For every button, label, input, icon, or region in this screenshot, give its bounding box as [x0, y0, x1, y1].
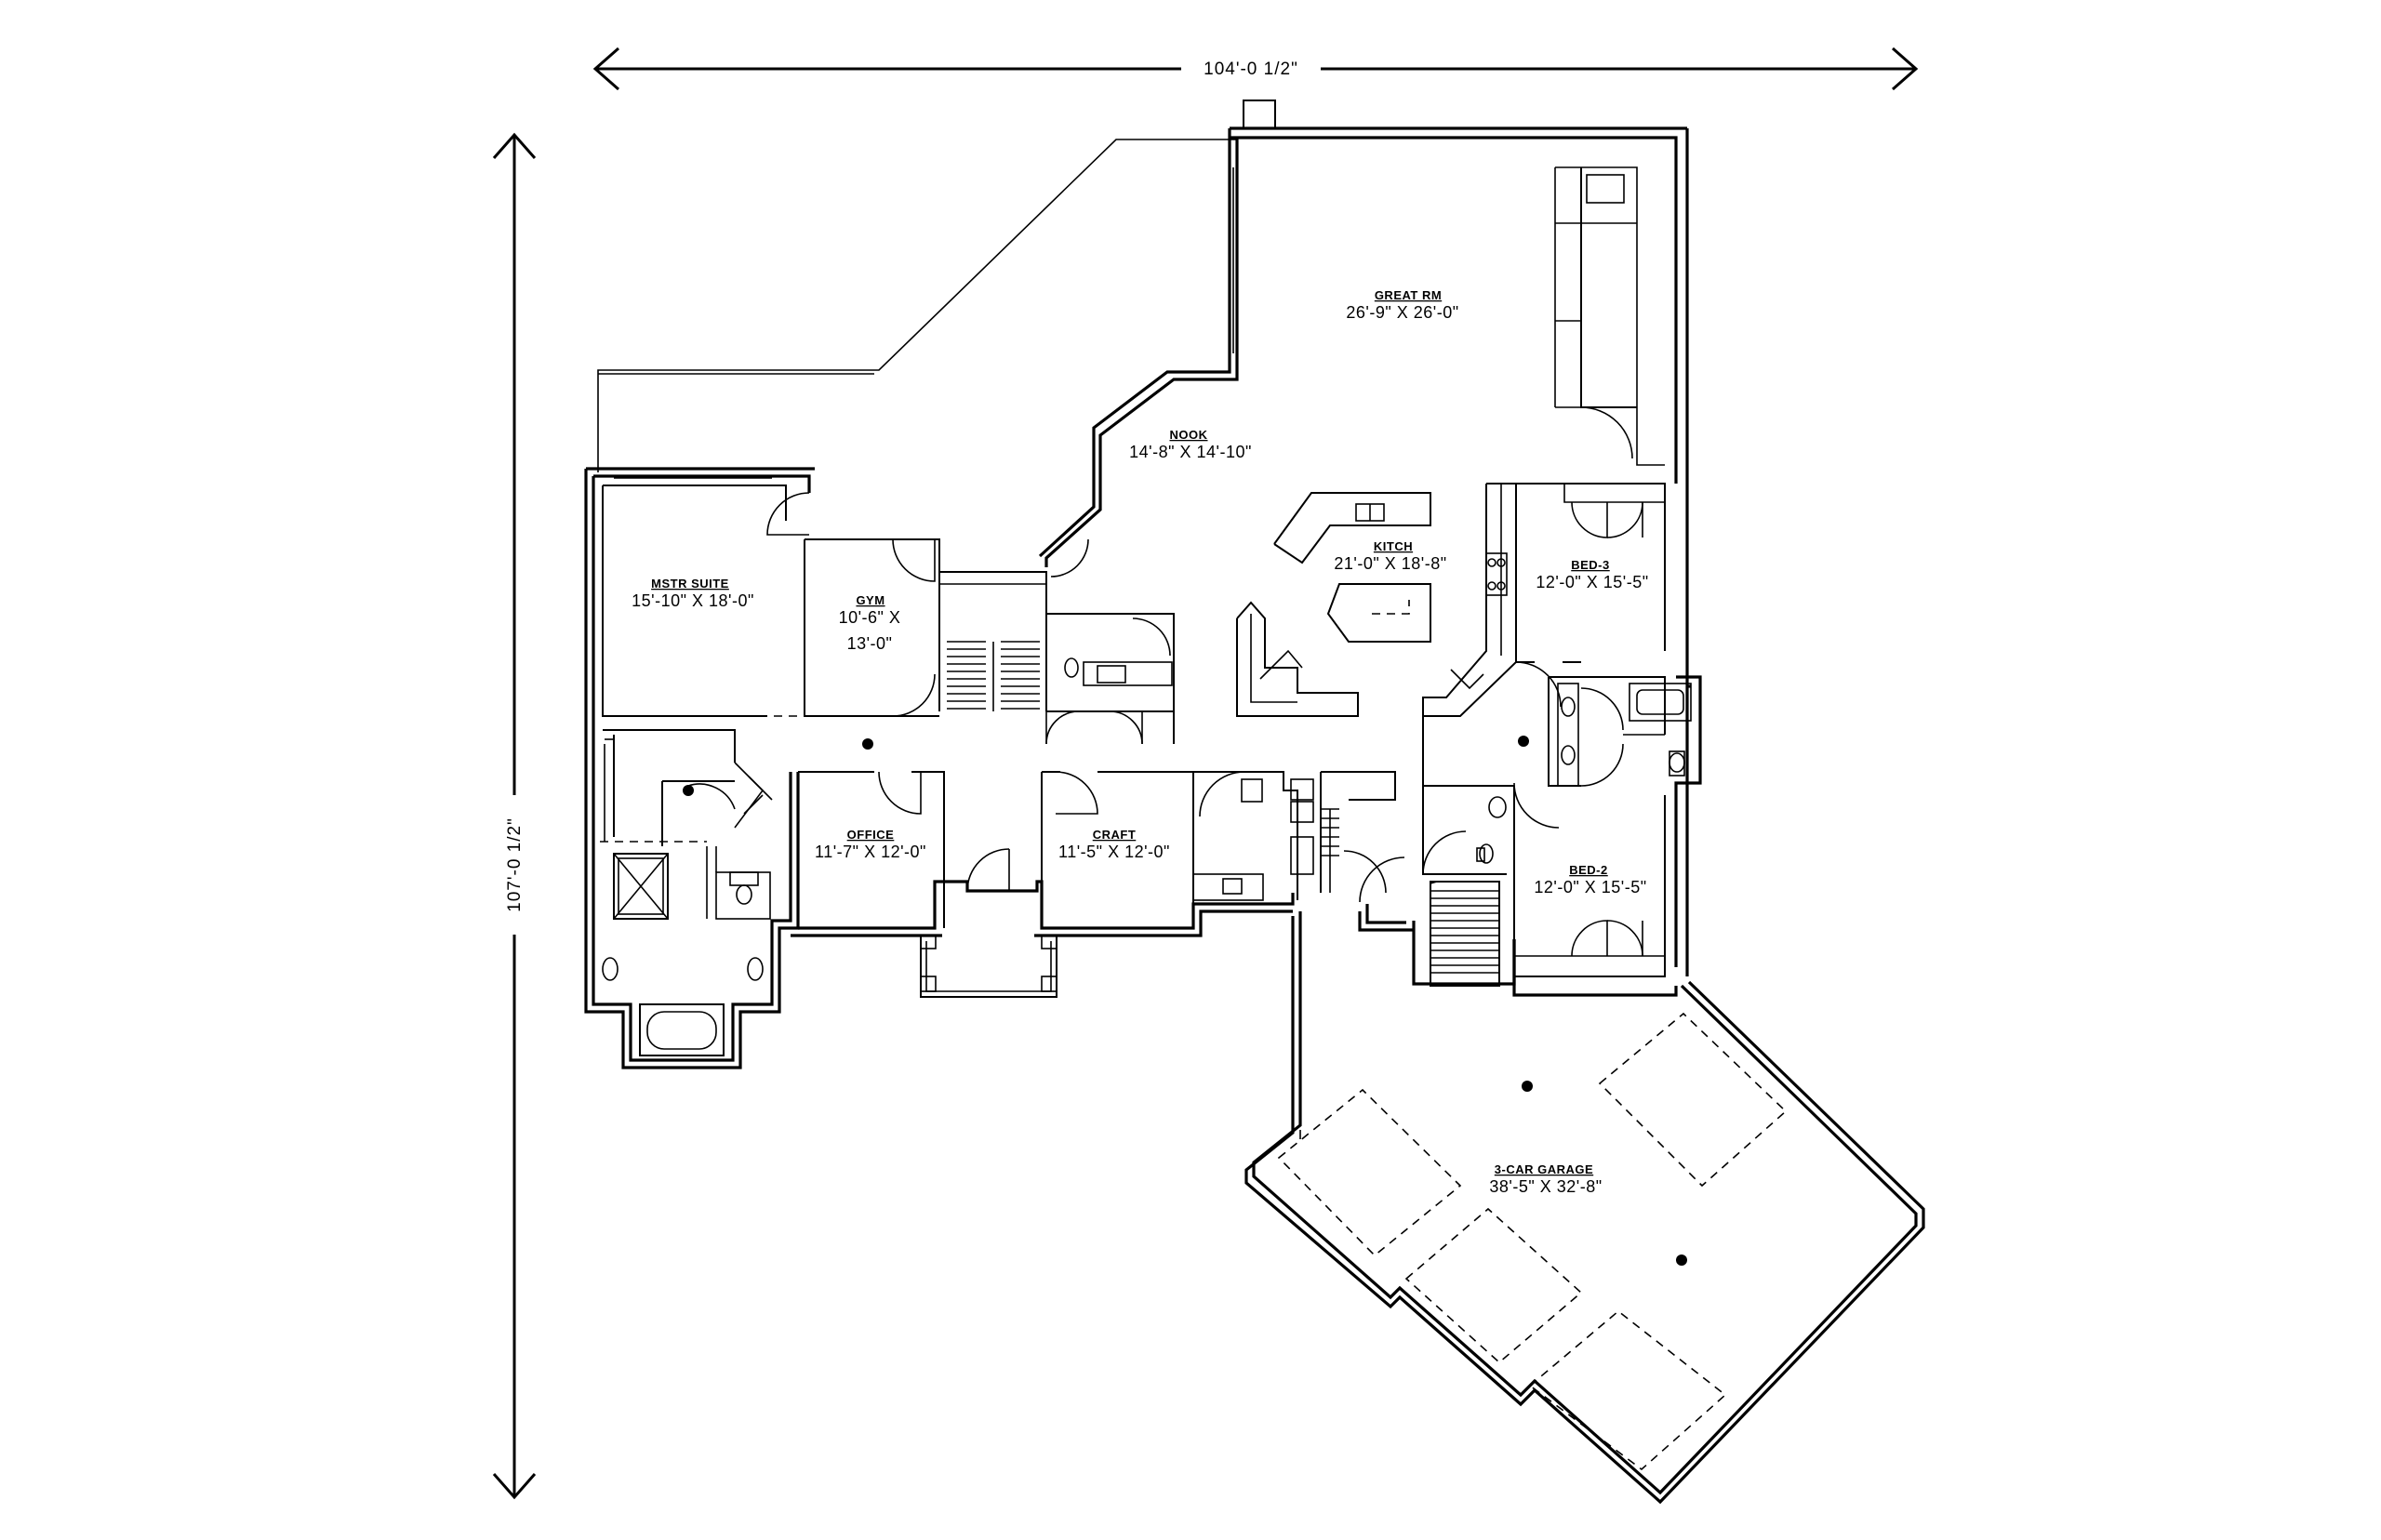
garage: 3-CAR GARAGE 38'-5" X 32'-8": [1244, 911, 1925, 1505]
gym-name: GYM: [856, 593, 885, 607]
craft: CRAFT 11'-5" X 12'-0": [1041, 771, 1193, 882]
ceiling-light: [1522, 1081, 1533, 1092]
garage-size: 38'-5" X 32'-8": [1489, 1177, 1602, 1196]
office: OFFICE 11'-7" X 12'-0": [797, 771, 1010, 928]
range-icon: [1485, 552, 1508, 596]
depth-dimension-label: 107'-0 1/2": [505, 817, 525, 912]
kitchen-island: [1326, 583, 1431, 643]
sink-icon: [1488, 796, 1507, 818]
craft-size: 11'-5" X 12'-0": [1058, 843, 1170, 861]
great-room-name: GREAT RM: [1375, 288, 1442, 302]
ceiling-light: [862, 738, 873, 750]
gym-size-line1: 10'-6" X: [839, 608, 901, 627]
central-stairs: [938, 538, 1175, 745]
jack-jill-bath: [1548, 676, 1692, 787]
width-dimension-label: 104'-0 1/2": [1204, 60, 1298, 79]
bed-2-name: BED-2: [1569, 863, 1608, 877]
toilet-icon: [1064, 657, 1079, 678]
ceiling-light: [683, 785, 694, 796]
garage-entry-door: [1359, 856, 1405, 903]
nook-size: 14'-8" X 14'-10": [1129, 443, 1252, 461]
master-suite-size: 15'-10" X 18'-0": [632, 591, 754, 610]
master-suite: MSTR SUITE 15'-10" X 18'-0": [602, 477, 810, 717]
sink-icon: [1561, 745, 1576, 765]
garage-name: 3-CAR GARAGE: [1495, 1162, 1593, 1176]
kitchen-name: KITCH: [1374, 539, 1413, 553]
great-room: GREAT RM 26'-9" X 26'-0": [1232, 137, 1669, 466]
washer-icon: [1290, 778, 1314, 801]
east-hall: [1422, 772, 1514, 987]
bed-2-size: 12'-0" X 15'-5": [1534, 878, 1646, 896]
nook-name: NOOK: [1170, 428, 1208, 442]
kitchen-size: 21'-0" X 18'-8": [1334, 554, 1446, 573]
office-name: OFFICE: [847, 828, 895, 842]
sink-icon: [1561, 697, 1576, 717]
toilet-icon: [1479, 843, 1494, 864]
width-dimension: 104'-0 1/2": [592, 46, 1919, 91]
hall: [1394, 716, 1424, 800]
toilet-icon: [729, 871, 759, 886]
ceiling-light: [1518, 736, 1529, 747]
sink-icon: [1097, 665, 1126, 684]
rear-patio: [597, 139, 1237, 472]
master-bath: [600, 729, 773, 1056]
depth-dimension: 107'-0 1/2": [492, 132, 537, 1500]
bed-3-name: BED-3: [1571, 558, 1610, 572]
sink-icon: [747, 957, 764, 981]
master-suite-name: MSTR SUITE: [651, 577, 729, 591]
bathtub-icon: [639, 1003, 725, 1056]
shower-icon: [613, 853, 669, 920]
gym-size-line2: 13'-0": [847, 634, 893, 653]
laundry: [1192, 771, 1396, 904]
bed-3: BED-3 12'-0" X 15'-5": [1515, 483, 1666, 708]
nook: NOOK 14'-8" X 14'-10": [1129, 428, 1252, 461]
chimney: [1243, 100, 1276, 129]
dryer-icon: [1290, 801, 1314, 823]
fireplace-hearth: [1586, 174, 1625, 204]
east-stairs: [1430, 881, 1500, 987]
bed-2: BED-2 12'-0" X 15'-5": [1513, 782, 1666, 977]
ceiling-light: [1676, 1255, 1687, 1266]
great-room-size: 26'-9" X 26'-0": [1346, 303, 1458, 322]
craft-name: CRAFT: [1093, 828, 1137, 842]
bathtub-icon: [1629, 683, 1692, 722]
office-size: 11'-7" X 12'-0": [815, 843, 926, 861]
kitchen: KITCH 21'-0" X 18'-8": [1236, 483, 1517, 717]
bed-3-size: 12'-0" X 15'-5": [1536, 573, 1648, 591]
sink-icon: [602, 957, 619, 981]
front-porch: [920, 935, 1057, 998]
gym: GYM 10'-6" X 13'-0": [744, 538, 940, 717]
